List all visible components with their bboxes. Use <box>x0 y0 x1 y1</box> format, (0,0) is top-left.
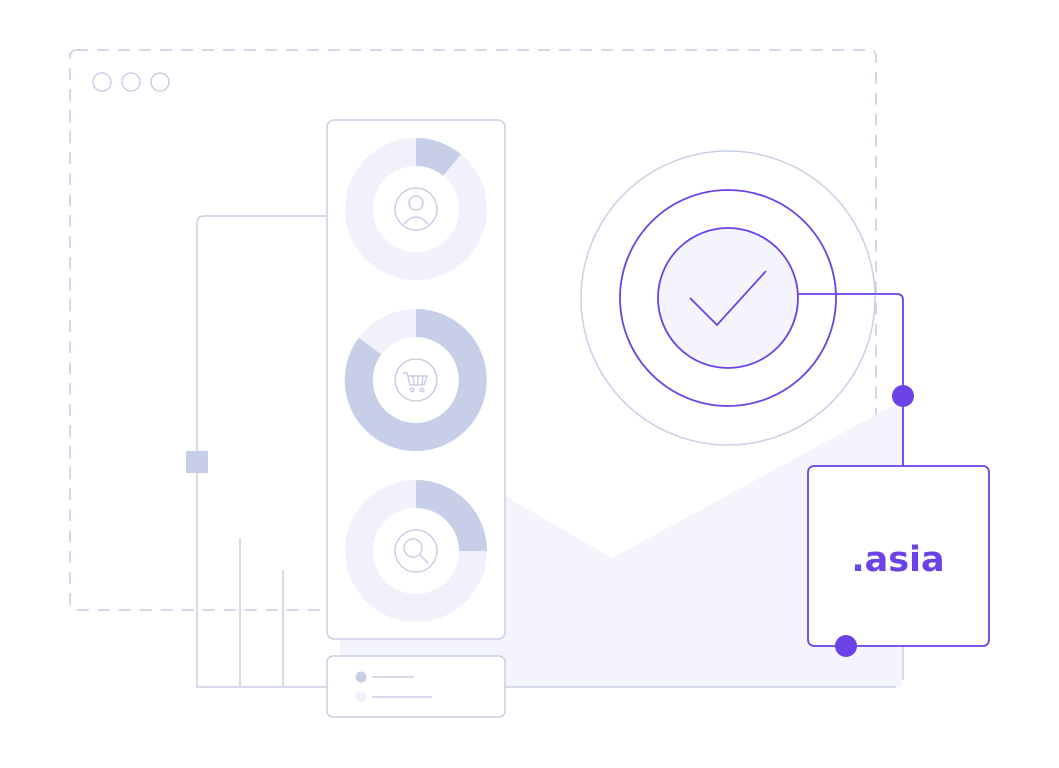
accent-node-top <box>892 385 914 407</box>
donut-cart-arc <box>344 309 487 451</box>
browser-window-frame <box>69 49 877 611</box>
donut-cart <box>344 309 487 451</box>
left-connectors <box>196 215 328 688</box>
window-dots-icon <box>92 72 170 92</box>
checkmark-icon <box>689 270 767 327</box>
domain-badge <box>807 465 990 647</box>
verify-ring-middle <box>619 189 837 407</box>
legend-dot-secondary <box>355 691 367 703</box>
legend-card <box>326 655 506 718</box>
legend-dot-primary <box>355 671 367 683</box>
donut-user <box>345 138 487 280</box>
user-icon <box>394 187 438 231</box>
verify-ring-inner <box>657 227 799 369</box>
connector-square <box>186 451 208 473</box>
donut-search <box>345 480 487 622</box>
shopping-cart-icon <box>394 358 438 402</box>
accent-connector <box>798 293 904 466</box>
donut-search-arc <box>415 480 487 552</box>
search-icon <box>394 529 438 573</box>
donut-user-arc <box>415 138 461 177</box>
domain-badge-label: .asia <box>851 540 944 580</box>
accent-node-bottom <box>835 635 857 657</box>
